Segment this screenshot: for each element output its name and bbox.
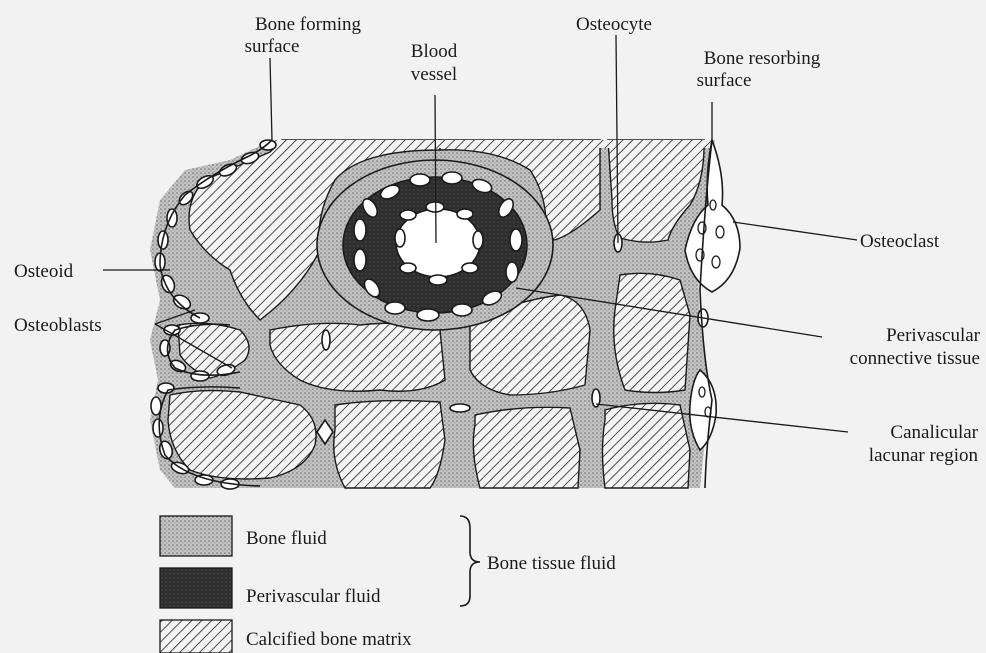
label-bone-forming: Bone forming — [255, 14, 362, 35]
label-bone-resorbing-2: surface — [697, 70, 752, 91]
legend-group-label: Bone tissue fluid — [487, 553, 616, 574]
label-osteoid: Osteoid — [14, 261, 74, 282]
label-perivascular-2: connective tissue — [850, 348, 980, 369]
legend-swatch-calcified-matrix — [160, 620, 232, 653]
label-canalicular: Canalicular — [890, 422, 978, 443]
legend-label-bone-fluid: Bone fluid — [246, 528, 327, 549]
legend-label-perivascular-fluid: Perivascular fluid — [246, 586, 381, 607]
label-bone-forming-2: surface — [245, 36, 300, 57]
label-osteoclast: Osteoclast — [860, 231, 940, 252]
legend-label-calcified-matrix: Calcified bone matrix — [246, 629, 412, 650]
matrix-top-strip — [272, 140, 712, 148]
label-perivascular: Perivascular — [886, 325, 981, 346]
legend: Bone fluid Perivascular fluid Calcified … — [160, 516, 616, 653]
legend-brace — [460, 516, 480, 606]
legend-swatch-bone-fluid — [160, 516, 232, 556]
label-osteocyte: Osteocyte — [576, 14, 652, 35]
label-osteoblasts: Osteoblasts — [14, 315, 102, 336]
legend-swatch-perivascular-fluid — [160, 568, 232, 608]
label-bone-resorbing: Bone resorbing — [704, 48, 821, 69]
label-blood-vessel: Blood — [411, 41, 458, 62]
label-blood-vessel-2: vessel — [411, 64, 457, 85]
label-canalicular-2: lacunar region — [869, 445, 979, 466]
